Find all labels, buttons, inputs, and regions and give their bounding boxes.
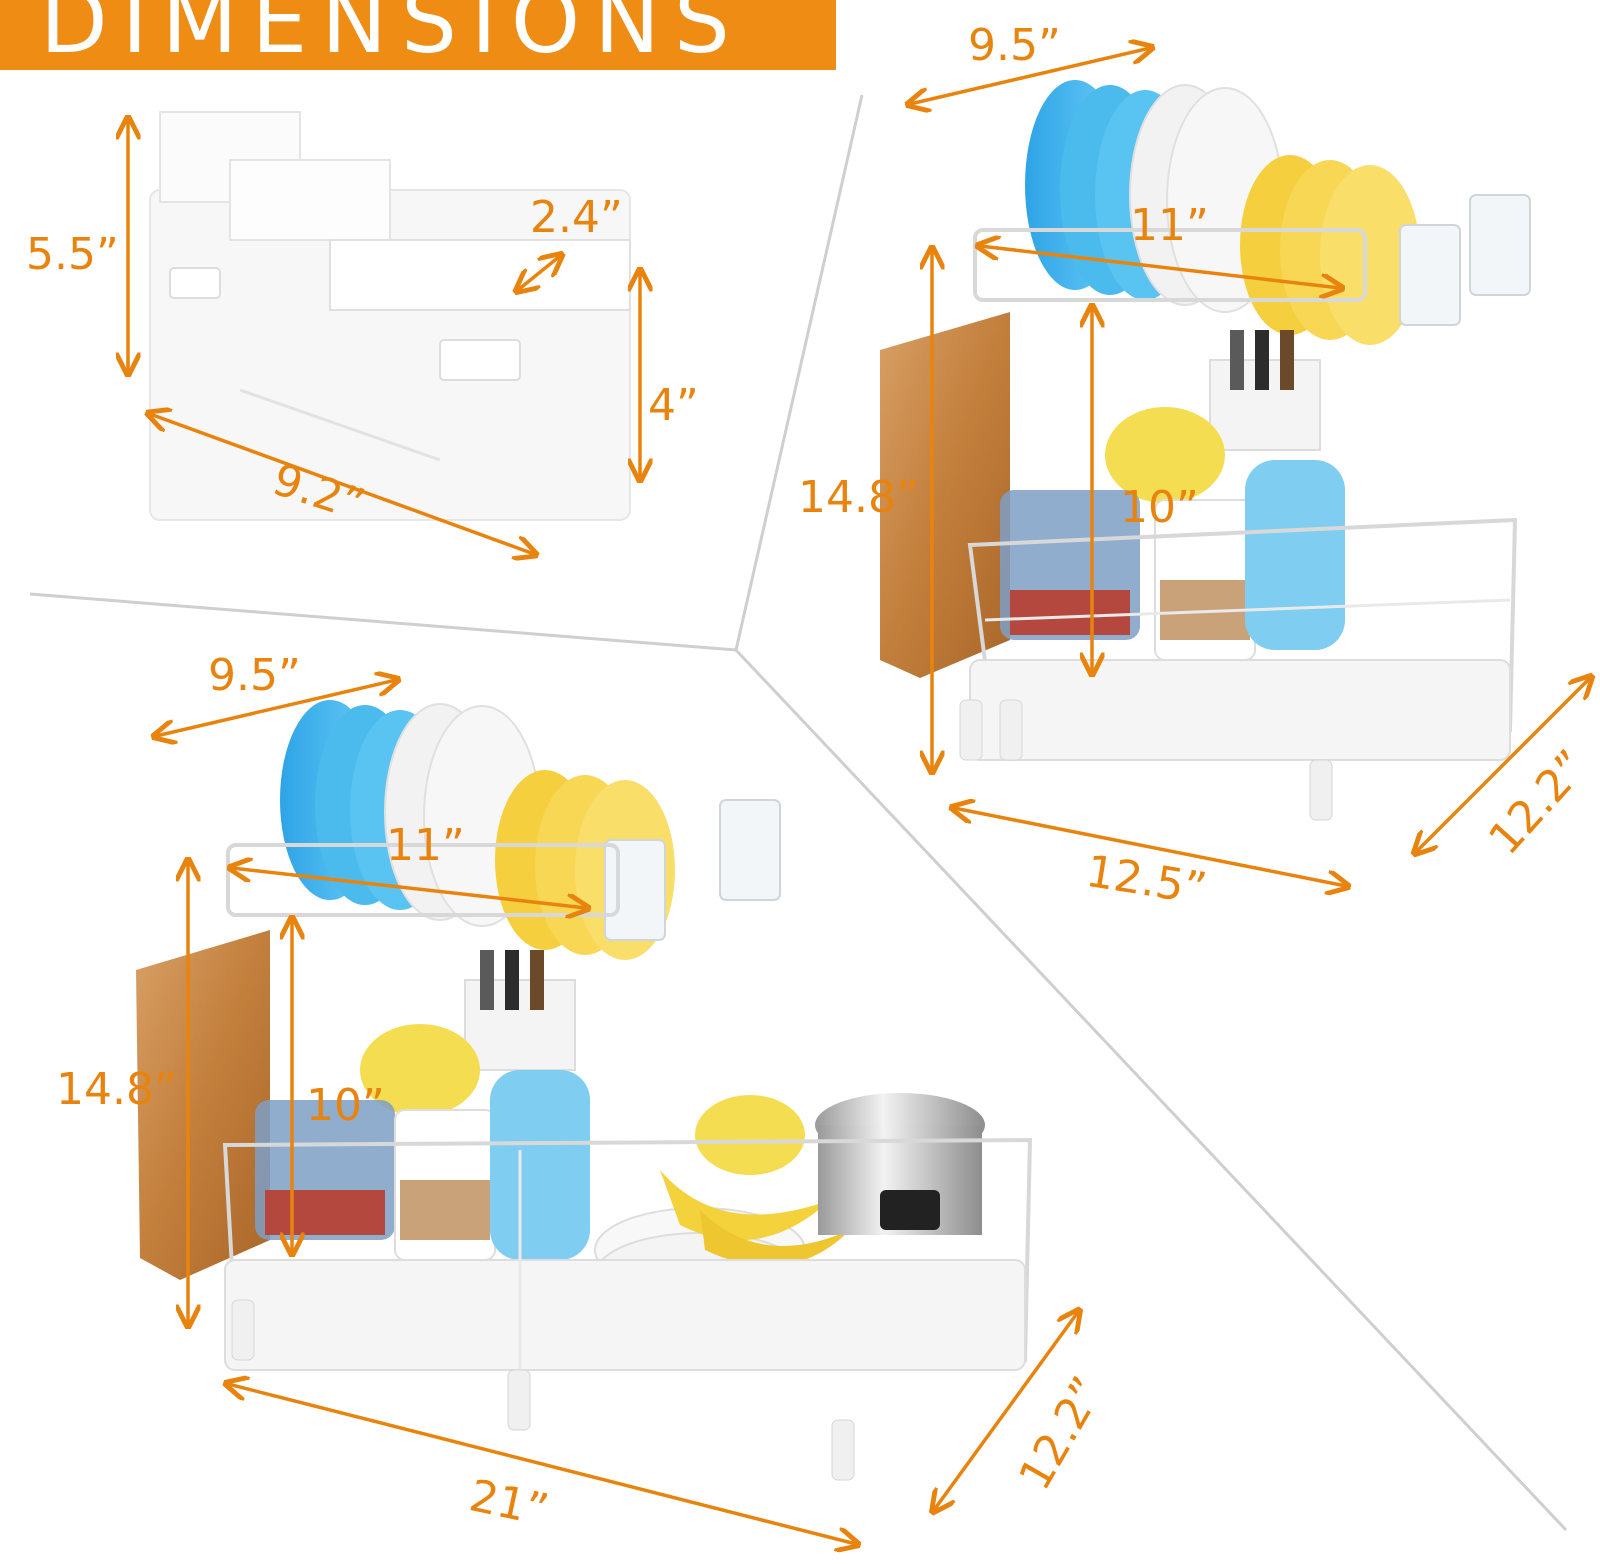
expanded-rack-illustration	[136, 700, 1033, 1481]
expanded-base-width-label: 21”	[465, 1470, 553, 1536]
section-dividers	[29, 94, 1568, 1532]
compact-top-width-label: 11”	[1130, 200, 1209, 251]
compact-tier-gap-label: 10”	[1120, 482, 1199, 533]
expanded-base-depth-label: 12.2”	[1009, 1369, 1114, 1499]
organizer-dimension-arrows	[128, 120, 640, 554]
organizer-cup-height-label: 4”	[648, 380, 699, 431]
expanded-rack-dimension-arrows	[156, 680, 1078, 1544]
banner-title: DIMENSIONS	[40, 0, 744, 70]
expanded-height-label: 14.8”	[56, 1064, 177, 1115]
compact-height-label: 14.8”	[798, 472, 919, 523]
dimensions-banner: DIMENSIONS	[0, 0, 836, 70]
expanded-tier-gap-label: 10”	[306, 1080, 385, 1131]
compact-top-depth-label: 9.5”	[968, 20, 1061, 71]
organizer-height-label: 5.5”	[26, 229, 119, 280]
utensil-organizer-illustration	[149, 111, 631, 521]
compact-rack-dimension-arrows	[910, 48, 1590, 886]
organizer-slot-depth-label: 2.4”	[530, 192, 623, 243]
compact-rack-illustration	[880, 80, 1531, 821]
expanded-top-depth-label: 9.5”	[208, 650, 301, 701]
expanded-top-width-label: 11”	[386, 820, 465, 871]
